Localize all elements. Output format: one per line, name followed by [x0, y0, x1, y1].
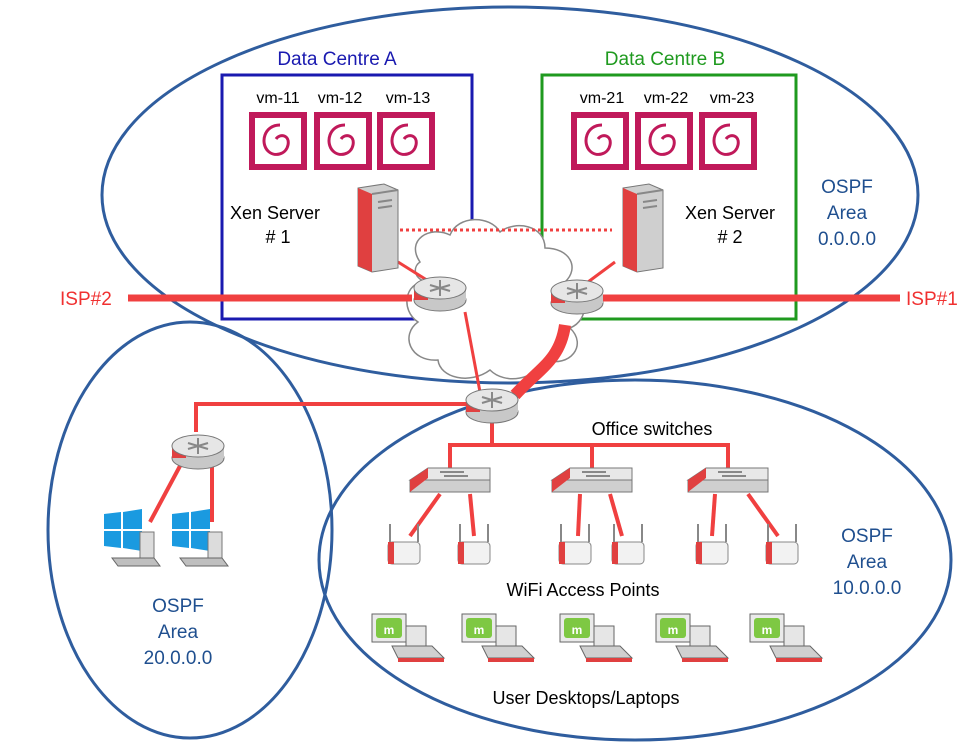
debian-logo-icon	[312, 110, 374, 172]
server-2-number: # 2	[717, 227, 742, 247]
data-centre-b-box	[540, 73, 798, 321]
wifi-aps-label: WiFi Access Points	[506, 580, 659, 600]
router-icon	[413, 276, 467, 312]
data-centre-a-box	[220, 73, 474, 321]
network-switch-icon	[687, 467, 769, 493]
network-switch-icon	[551, 467, 633, 493]
area20-ellipse	[46, 320, 334, 740]
linux-mint-laptop-icon	[749, 613, 823, 663]
isp-right-label: ISP#1	[906, 289, 958, 310]
debian-logo-icon	[633, 110, 695, 172]
area20-line3: 20.0.0.0	[144, 648, 213, 669]
data-centre-b-title: Data Centre B	[605, 49, 725, 70]
debian-logo-icon	[375, 110, 437, 172]
cloud-icon	[406, 218, 586, 380]
area10-line2: Area	[847, 552, 888, 573]
server-1-label: Xen Server	[230, 203, 320, 223]
server-1-number: # 1	[265, 227, 290, 247]
user-devices-label: User Desktops/Laptops	[492, 688, 679, 708]
linux-mint-laptop-icon	[461, 613, 535, 663]
linux-mint-laptop-icon	[559, 613, 633, 663]
debian-logo-icon	[569, 110, 631, 172]
server-2-label: Xen Server	[685, 203, 775, 223]
router-icon	[465, 388, 519, 424]
tower-server-icon	[622, 183, 664, 273]
vm-label: vm-12	[318, 90, 363, 107]
area10-line1: OSPF	[841, 526, 893, 547]
tower-server-icon	[357, 183, 399, 273]
vm-label: vm-11	[256, 90, 299, 107]
linux-mint-laptop-icon	[655, 613, 729, 663]
area20-line2: Area	[158, 622, 199, 643]
area0-ellipse	[100, 5, 920, 385]
office-switches-label: Office switches	[592, 419, 713, 439]
area0-line2: Area	[827, 203, 868, 224]
data-centre-a-title: Data Centre A	[277, 49, 397, 70]
wifi-access-point-icon	[558, 523, 592, 565]
vm-label: vm-21	[580, 90, 625, 107]
vm-label: vm-13	[386, 90, 431, 107]
area0-line1: OSPF	[821, 177, 873, 198]
area20-line1: OSPF	[152, 596, 204, 617]
isp-left-label: ISP#2	[60, 289, 112, 310]
area10-line3: 10.0.0.0	[833, 578, 902, 599]
area0-line3: 0.0.0.0	[818, 229, 876, 250]
wifi-access-point-icon	[765, 523, 799, 565]
router-icon	[550, 279, 604, 315]
area10-ellipse	[317, 378, 953, 742]
debian-logo-icon	[697, 110, 759, 172]
debian-logo-icon	[247, 110, 309, 172]
router-icon	[171, 434, 225, 470]
wifi-access-point-icon	[611, 523, 645, 565]
linux-mint-laptop-icon	[371, 613, 445, 663]
windows-desktop-icon	[171, 508, 229, 567]
vm-label: vm-23	[710, 90, 755, 107]
vm-label: vm-22	[644, 90, 689, 107]
network-switch-icon	[409, 467, 491, 493]
